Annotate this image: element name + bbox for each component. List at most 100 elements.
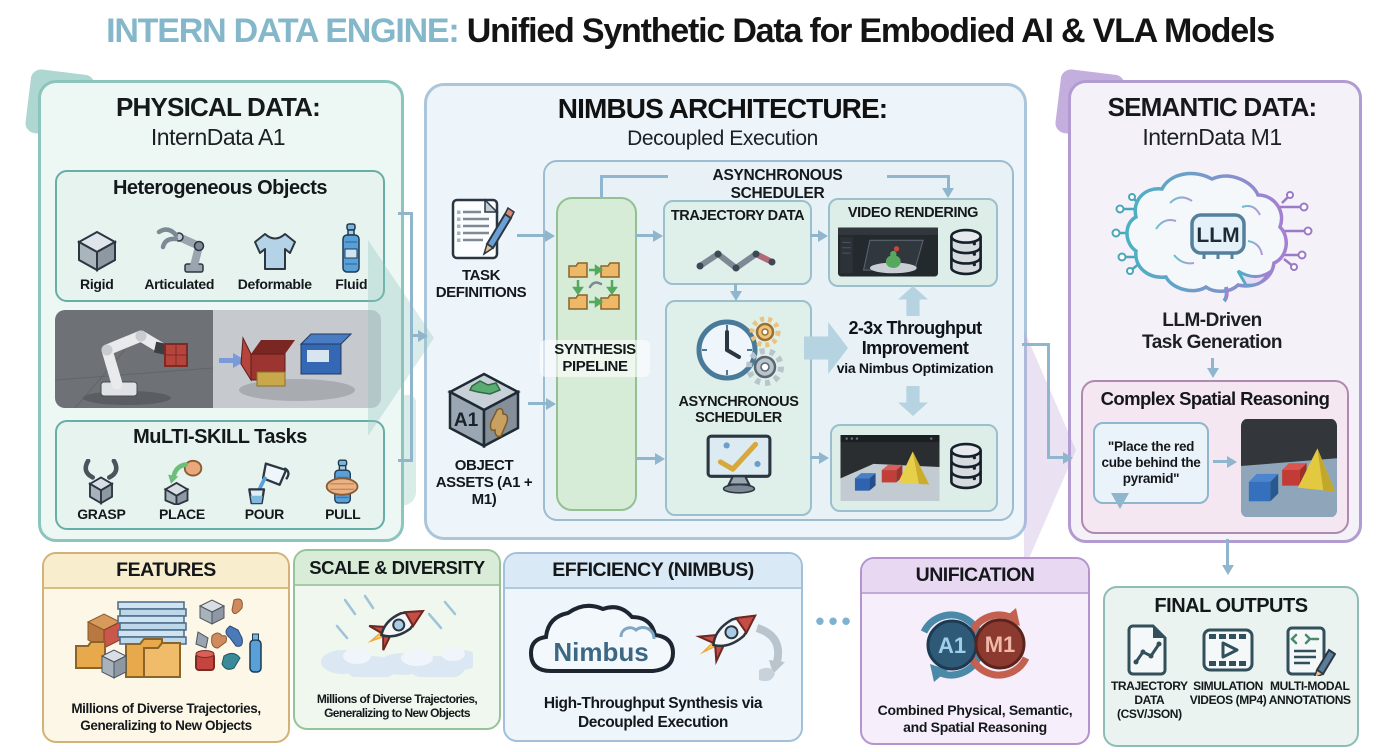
llm-caption-line2: Task Generation xyxy=(1142,332,1282,354)
monitor-check-icon xyxy=(706,434,772,494)
output-trajectory: TRAJECTORY DATA (CSV/JSON) xyxy=(1109,624,1190,721)
caption-to-spatial-arrowhead xyxy=(1206,368,1219,378)
synthesis-pipeline-label: SYNTHESIS PIPELINE xyxy=(540,340,650,377)
llm-brain-illustration: LLM xyxy=(1111,171,1313,303)
unification-text: Combined Physical, Semantic, and Spatial… xyxy=(877,701,1073,735)
llm-chip-label: LLM xyxy=(1196,224,1239,247)
heterogeneous-objects-box: Heterogeneous Objects Rigid xyxy=(55,170,385,302)
features-card: FEATURES xyxy=(42,552,290,743)
caption-to-spatial-line xyxy=(1211,358,1214,369)
object-rigid-label: Rigid xyxy=(80,276,114,292)
final-outputs-row: TRAJECTORY DATA (CSV/JSON) SIMULATION VI… xyxy=(1109,624,1353,721)
place-cube-icon xyxy=(163,459,203,505)
connector-physical-to-nimbus xyxy=(410,334,420,337)
output-videos-label: SIMULATION VIDEOS (MP4) xyxy=(1189,679,1267,707)
arrowhead-trajectory-video xyxy=(818,229,828,242)
bubble-to-scene-line xyxy=(1213,460,1229,463)
scale-text: Millions of Diverse Trajectories, Genera… xyxy=(316,691,478,721)
object-assets-label: OBJECT ASSETS (A1 + M1) xyxy=(435,457,533,508)
throughput-sub: via Nimbus Optimization xyxy=(836,360,994,377)
database-icon xyxy=(950,228,982,276)
connector-into-spatial xyxy=(1047,456,1065,459)
skill-grasp-label: GRASP xyxy=(77,506,126,522)
semantic-panel-title: SEMANTIC DATA: xyxy=(1107,92,1318,122)
skill-pour: POUR xyxy=(238,459,290,522)
spatial-reasoning-title: Complex Spatial Reasoning xyxy=(1100,388,1330,409)
object-assets-icon: A1 xyxy=(447,372,521,449)
arrowhead-into-spatial xyxy=(1063,451,1073,464)
connector-pipeline-scheduler xyxy=(636,457,657,460)
llm-caption-line1: LLM-Driven xyxy=(1162,310,1262,331)
object-articulated-label: Articulated xyxy=(144,276,215,292)
final-outputs-title: FINAL OUTPUTS xyxy=(1154,595,1308,617)
features-text: Millions of Diverse Trajectories, Genera… xyxy=(71,701,261,733)
pour-jug-icon xyxy=(248,462,290,505)
a1-m1-cycle-icon: A1 M1 xyxy=(920,608,1030,682)
scale-title: SCALE & DIVERSITY xyxy=(295,551,499,586)
simulation-viewport-image xyxy=(840,435,940,501)
task-definitions-icon xyxy=(451,198,515,260)
trajectory-file-icon xyxy=(1127,624,1167,676)
arrowhead-into-nimbus xyxy=(418,329,428,342)
instruction-text: "Place the red cube behind the pyramid" xyxy=(1101,438,1201,487)
ellipsis-dots: ••• xyxy=(815,606,855,636)
group-bracket-right-stub xyxy=(947,175,950,189)
nimbus-cloud-label: Nimbus xyxy=(553,637,648,667)
unification-a1-label: A1 xyxy=(938,633,966,658)
multi-skill-row: GRASP PLACE xyxy=(61,452,379,522)
connector-taskdefs-pipeline xyxy=(517,234,547,237)
nimbus-panel-subtitle: Decoupled Execution xyxy=(627,127,818,150)
page-title-brand: INTERN DATA ENGINE: xyxy=(106,12,460,50)
trajectory-path-icon xyxy=(696,250,776,272)
simulation-output-box xyxy=(830,424,998,512)
output-videos: SIMULATION VIDEOS (MP4) xyxy=(1190,624,1267,708)
spatial-scene-image xyxy=(1241,419,1337,517)
arrowhead-pipeline-trajectory xyxy=(653,229,663,242)
trajectory-data-box: TRAJECTORY DATA xyxy=(663,200,812,285)
object-fluid: Fluid xyxy=(335,221,368,292)
unification-m1-label: M1 xyxy=(985,632,1016,657)
arrowhead-assets-pipeline xyxy=(546,397,556,410)
physical-panel-title: PHYSICAL DATA: xyxy=(115,92,321,122)
trajectory-data-label: TRAJECTORY DATA xyxy=(670,208,805,224)
multi-skill-tasks-box: MuLTI-SKILL Tasks GRASP xyxy=(55,420,385,530)
cube-icon xyxy=(76,230,117,272)
assets-cube-letter: A1 xyxy=(454,410,479,431)
group-bracket-right xyxy=(887,175,950,178)
hand-bottle-icon xyxy=(325,459,359,504)
output-annotations-label: MULTI-MODAL ANNOTATIONS xyxy=(1268,679,1351,707)
async-scheduler-box: ASYNCHRONOUS SCHEDULER xyxy=(665,300,812,516)
connector-physical-bottom xyxy=(398,459,413,462)
object-deformable-label: Deformable xyxy=(237,276,312,292)
bubble-to-scene-arrowhead xyxy=(1227,455,1237,468)
skill-pour-label: POUR xyxy=(244,506,285,522)
efficiency-card: EFFICIENCY (NIMBUS) Nimbus High-Throughp… xyxy=(503,552,803,742)
connector-trajectory-scheduler xyxy=(734,283,737,292)
connector-physical-top xyxy=(398,212,413,215)
arrowhead-taskdefs-pipeline xyxy=(545,229,555,242)
throughput-line2: Improvement xyxy=(861,338,969,359)
object-articulated: Articulated xyxy=(144,225,214,292)
diverse-data-illustration xyxy=(75,598,262,679)
task-definitions-label: TASK DEFINITIONS xyxy=(435,267,527,301)
page-title: INTERN DATA ENGINE: Unified Synthetic Da… xyxy=(0,12,1380,51)
llm-caption: LLM-Driven Task Generation xyxy=(1068,310,1356,355)
robot-arm-render-image xyxy=(55,310,381,408)
physical-panel-subtitle: InternData A1 xyxy=(150,124,286,150)
connector-nimbus-right-v xyxy=(1047,343,1050,458)
filmstrip-play-icon xyxy=(1202,628,1254,672)
heterogeneous-objects-title: Heterogeneous Objects xyxy=(112,177,328,199)
group-bracket-left-stub xyxy=(600,175,603,197)
gripper-cube-icon xyxy=(83,459,119,505)
group-bracket-left xyxy=(600,175,668,178)
bottle-icon xyxy=(342,223,360,273)
scheduler-group-label: ASYNCHRONOUS SCHEDULER xyxy=(712,167,843,202)
scale-diversity-card: SCALE & DIVERSITY Millions of Diverse Tr… xyxy=(293,549,501,730)
semantic-panel-subtitle: InternData M1 xyxy=(1142,124,1282,150)
clock-gears-icon xyxy=(696,316,784,386)
features-title: FEATURES xyxy=(44,554,288,589)
connector-physical-vertical xyxy=(410,212,413,462)
video-rendering-box: VIDEO RENDERING xyxy=(828,198,998,287)
rocket-launch-illustration xyxy=(321,594,473,677)
object-rigid: Rigid xyxy=(73,225,121,292)
